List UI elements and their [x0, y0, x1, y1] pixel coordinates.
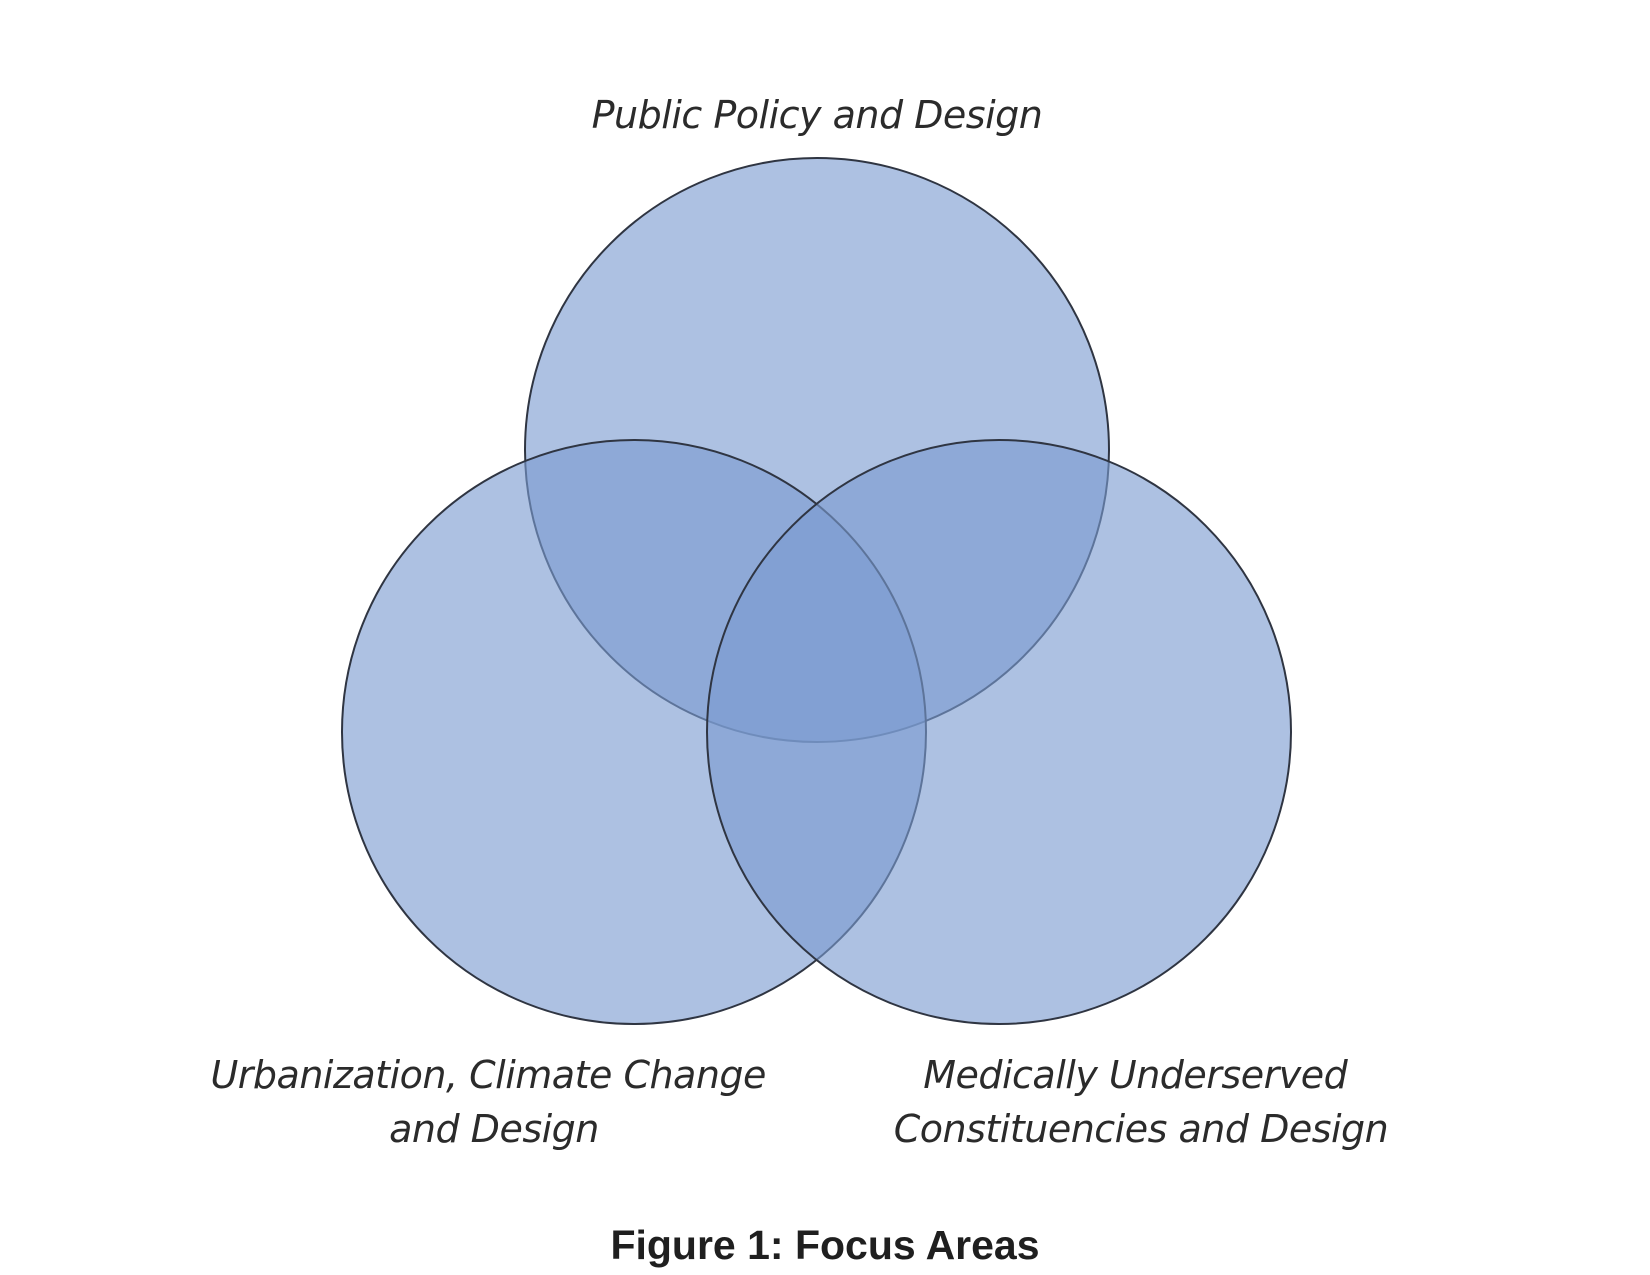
label-medically-underserved: Medically Underserved Constituencies and…: [894, 1053, 1389, 1151]
figure-caption: Figure 1: Focus Areas: [610, 1222, 1040, 1268]
label-urbanization-climate: Urbanization, Climate Change and Design: [210, 1053, 777, 1151]
venn-circle-medically-underserved: [706, 439, 1292, 1025]
label-urbanization-climate-line-1: Urbanization, Climate Change: [210, 1053, 765, 1097]
label-urbanization-climate-line-2: and Design: [389, 1107, 599, 1151]
label-public-policy: Public Policy and Design: [592, 93, 1043, 137]
label-medically-underserved-line-1: Medically Underserved: [923, 1053, 1348, 1097]
label-medically-underserved-line-2: Constituencies and Design: [894, 1107, 1389, 1151]
label-public-policy-line-1: Public Policy and Design: [592, 93, 1043, 137]
